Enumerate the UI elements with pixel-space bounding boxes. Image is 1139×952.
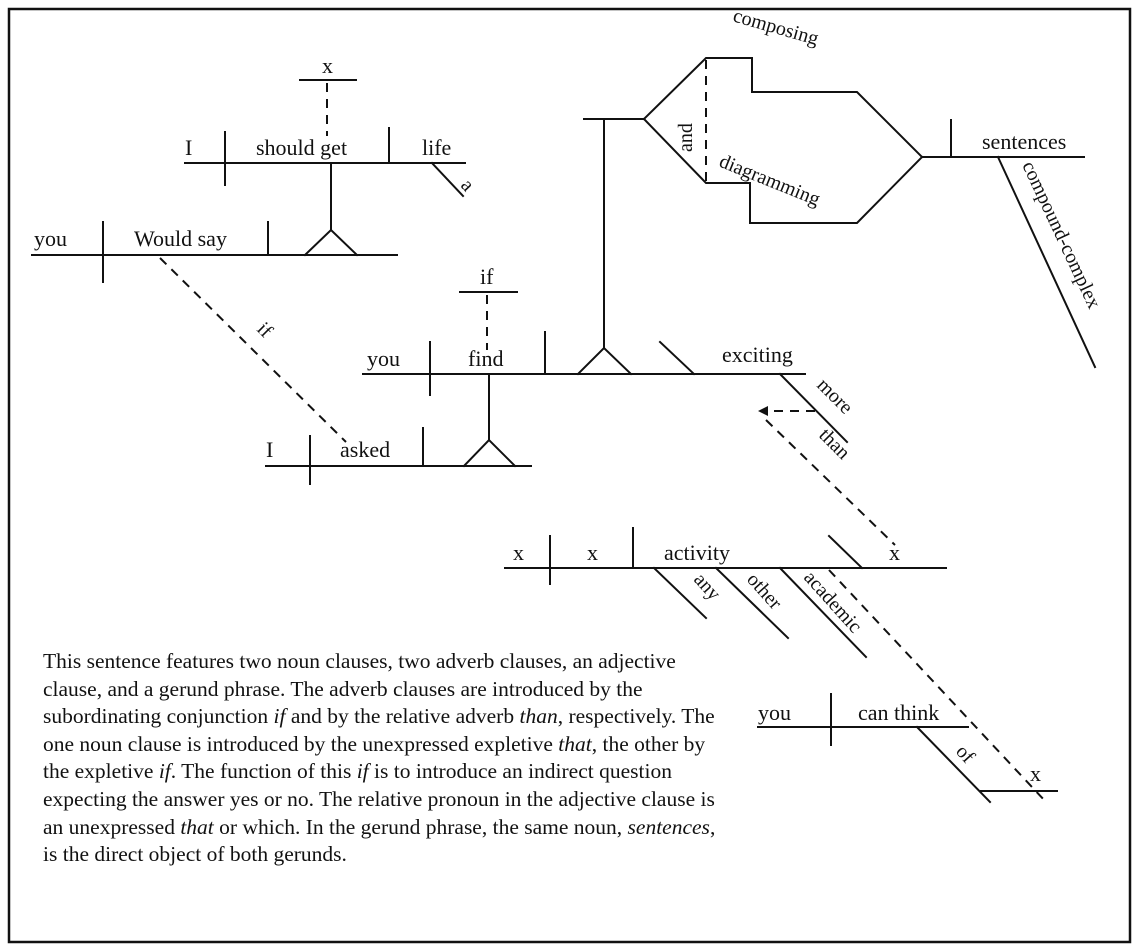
- caption-text: , the other by the expletive: [43, 731, 706, 784]
- pedestal-triangle: [576, 346, 633, 376]
- verb-word: find: [468, 346, 503, 371]
- modifier-line-academic: [778, 566, 868, 659]
- verb-word: x: [587, 540, 598, 565]
- noun-clause-1: I should get life a x: [184, 53, 479, 231]
- trailing-divider: [827, 534, 864, 570]
- arrowhead-icon: [758, 406, 768, 416]
- relative-connector-dash: [828, 569, 1047, 803]
- subject-word: you: [34, 226, 67, 251]
- modifier-line: [778, 372, 849, 444]
- verb-word: asked: [340, 437, 390, 462]
- gerund-phrase: and composing diagramming sentences comp…: [583, 5, 1105, 369]
- modifier-line: [996, 155, 1097, 369]
- verb-word: should get: [256, 135, 347, 160]
- conjunction-word: and: [675, 123, 697, 152]
- object-word: x: [1030, 761, 1041, 786]
- verb-word: can think: [858, 700, 939, 725]
- connector-word: if: [480, 264, 494, 289]
- adjective-clause: you can think of x: [757, 693, 1058, 804]
- caption-text: or which. In the gerund phrase, the same…: [213, 814, 628, 839]
- caption-text: and by the relative adverb: [285, 704, 520, 729]
- caption-italic-term: if: [273, 704, 286, 729]
- caption-italic-term: if: [356, 759, 369, 784]
- modifier-word: a: [456, 174, 478, 196]
- complement-divider: [658, 340, 696, 376]
- if-connector-word: if: [252, 318, 276, 342]
- relative-adverb-word: than: [814, 424, 854, 464]
- caption-text: , is the direct object of both gerunds.: [43, 814, 716, 867]
- subject-word: I: [185, 135, 192, 160]
- modifier-word-any: any: [689, 569, 725, 605]
- caption-italic-term: if: [158, 759, 171, 784]
- if-connector-dash: [159, 257, 347, 443]
- gerund-upper-branch: [642, 57, 924, 159]
- main-clause: you Would say: [31, 221, 398, 283]
- caption-italic-term: that: [180, 814, 214, 839]
- connector-word: x: [322, 53, 333, 78]
- modifier-line: [430, 161, 465, 198]
- caption-italic-term: that: [558, 731, 592, 756]
- caption-text: . The function of this: [170, 759, 357, 784]
- diagram-frame: [7, 7, 1132, 944]
- subject-word: x: [513, 540, 524, 565]
- noun-clause-2: you find exciting if more than: [362, 264, 896, 546]
- modifier-word: more: [812, 374, 857, 419]
- than-connector-dash: [765, 419, 896, 546]
- caption-text: is to introduce an indirect question exp…: [43, 759, 715, 839]
- subject-word: you: [758, 700, 791, 725]
- modifier-line-any: [652, 566, 708, 620]
- trailing-word: x: [889, 540, 900, 565]
- modifier-line-other: [714, 566, 790, 640]
- caption-text: , respectively. The one noun clause is i…: [43, 704, 715, 756]
- complement-word: activity: [664, 540, 730, 565]
- subject-word: I: [266, 437, 273, 462]
- modifier-word-academic: academic: [799, 567, 866, 638]
- caption-italic-term: sentences: [627, 814, 710, 839]
- modifier-word: compound-complex: [1017, 158, 1105, 312]
- pedestal-triangle: [462, 438, 517, 468]
- explanation-paragraph: This sentence features two noun clauses,…: [43, 648, 733, 869]
- verb-word: Would say: [134, 226, 227, 251]
- gerund-1-word: composing: [731, 5, 821, 50]
- gerund-lower-branch: [642, 117, 924, 224]
- preposition-line: [915, 725, 992, 804]
- pedestal-triangle: [303, 228, 359, 257]
- gerund-2-word: diagramming: [716, 150, 823, 210]
- object-word: sentences: [982, 129, 1066, 154]
- preposition-word: of: [951, 741, 979, 768]
- object-word: life: [422, 135, 451, 160]
- modifier-word-other: other: [742, 569, 786, 615]
- complement-word: exciting: [722, 342, 793, 367]
- caption-italic-term: than: [519, 704, 558, 729]
- subject-word: you: [367, 346, 400, 371]
- caption-text: This sentence features two noun clauses,…: [43, 649, 676, 729]
